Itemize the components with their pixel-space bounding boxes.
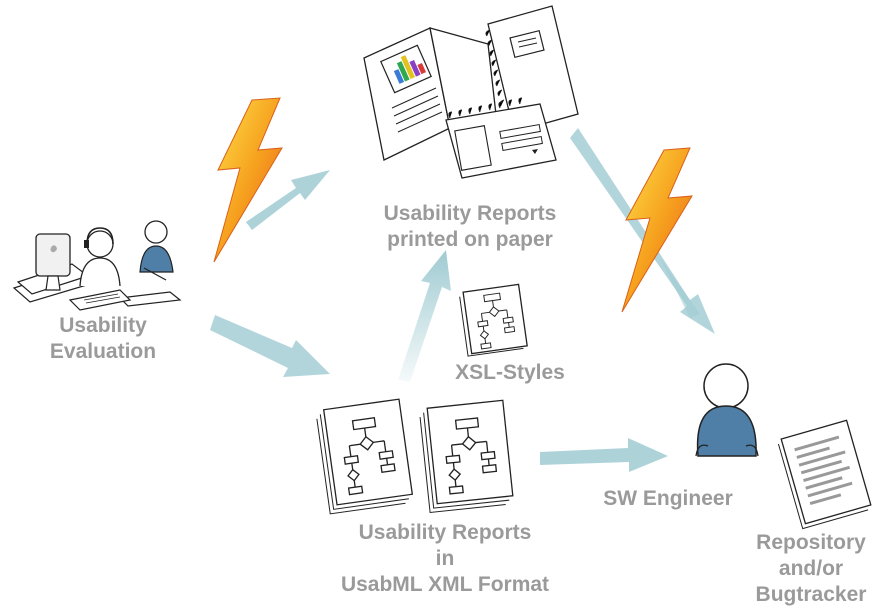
label-reports-xml: Usability Reports in UsabML XML Format xyxy=(320,520,570,598)
label-line: Repository xyxy=(756,531,866,554)
arrow-eval-to-paper xyxy=(246,170,330,230)
label-line: Usability Reports xyxy=(358,521,532,544)
lightning-icon xyxy=(621,147,693,313)
arrow-eval-to-xml xyxy=(210,315,330,377)
label-line: Bugtracker xyxy=(755,583,867,606)
label-sw-engineer: SW Engineer xyxy=(603,487,733,510)
document-icon xyxy=(419,399,514,514)
computer-icon xyxy=(35,233,71,291)
label-line: printed on paper xyxy=(387,228,553,251)
label-usability-evaluation: Usability Evaluation xyxy=(18,313,188,365)
label-line: Evaluation xyxy=(49,340,157,363)
label-line: UsabML XML Format xyxy=(340,573,550,596)
headset-icon xyxy=(84,227,114,248)
label-reports-printed: Usability Reports printed on paper xyxy=(372,201,568,253)
person-icon xyxy=(79,227,121,287)
document-icon xyxy=(777,419,872,530)
person-icon xyxy=(139,220,174,281)
arrow-xml-to-paper xyxy=(398,250,451,382)
usability-evaluation-scene xyxy=(12,220,182,311)
label-xsl-styles: XSL-Styles xyxy=(455,361,565,384)
document-icon xyxy=(316,398,414,515)
arrow-xml-to-engineer xyxy=(540,438,668,472)
lightning-icon xyxy=(213,97,283,263)
arrow-paper-to-engineer xyxy=(570,128,715,334)
label-repository: Repository and/or Bugtracker xyxy=(742,530,880,608)
printed-reports-illustration xyxy=(363,5,579,179)
person-icon xyxy=(695,363,759,457)
label-line: in xyxy=(435,547,455,570)
label-line: Usability Reports xyxy=(383,202,557,225)
label-line: Usability xyxy=(59,314,147,337)
bar-chart-icon xyxy=(380,44,432,94)
label-line: and/or xyxy=(778,557,844,580)
document-icon xyxy=(459,283,528,357)
